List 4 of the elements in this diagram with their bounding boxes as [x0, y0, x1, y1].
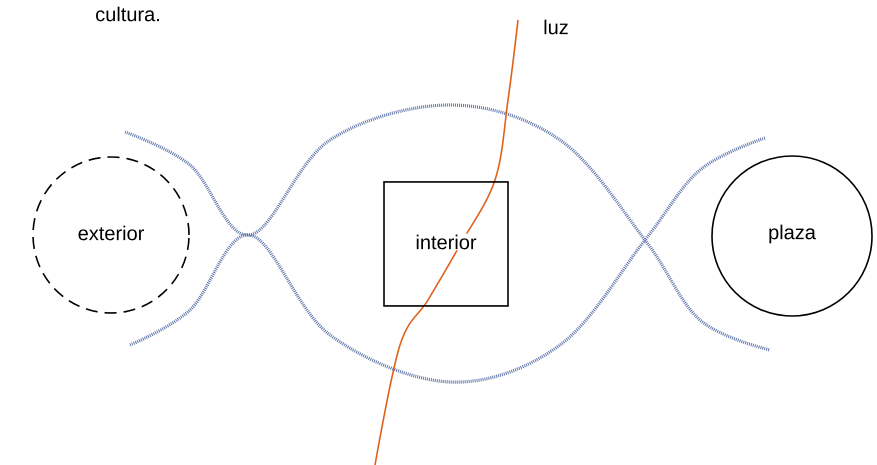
text-label: cultura.: [96, 6, 159, 22]
text-label: luz: [544, 20, 568, 34]
square-box: interior: [383, 181, 509, 307]
circle-node: plaza: [711, 155, 873, 317]
